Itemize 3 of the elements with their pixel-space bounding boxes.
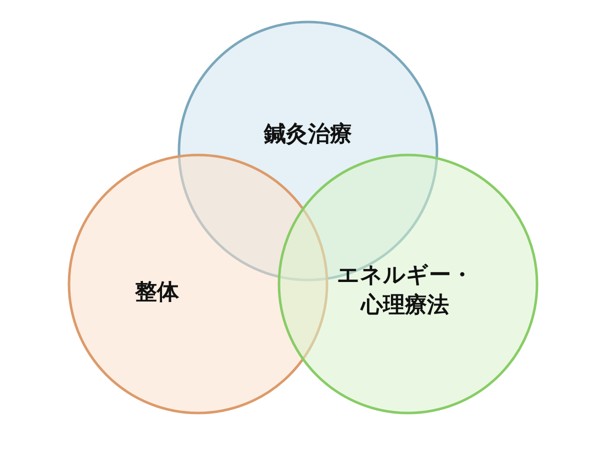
- circle-label: エネルギー・心理療法: [336, 262, 474, 320]
- circle-label: 鍼灸治療: [262, 121, 353, 149]
- circle-label: 整体: [134, 279, 180, 307]
